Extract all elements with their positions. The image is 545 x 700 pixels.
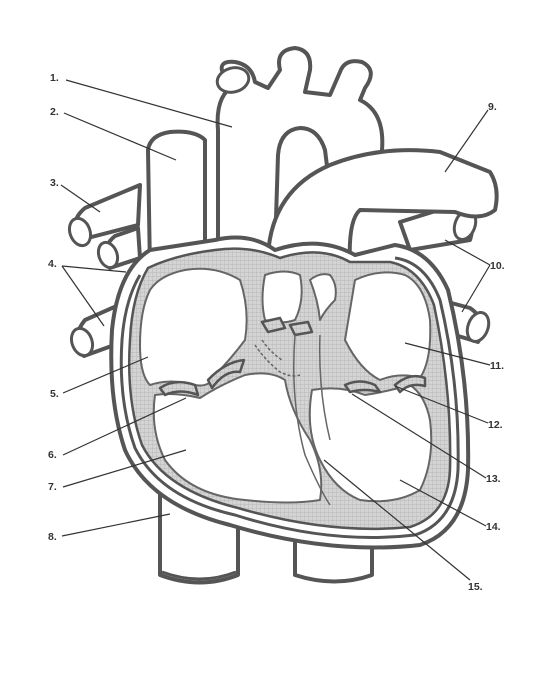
label-14: 14. [486, 521, 501, 533]
label-1: 1. [50, 72, 59, 84]
label-13: 13. [486, 473, 501, 485]
label-12: 12. [488, 419, 503, 431]
outflow-cavity [261, 270, 337, 324]
leader-lines [60, 79, 491, 581]
label-11: 11. [490, 360, 504, 372]
tricuspid-valve [158, 358, 246, 397]
interventricular-septum [293, 334, 331, 506]
label-4: 4. [48, 258, 57, 270]
left-ventricle-cavity [308, 384, 433, 503]
labels: 1. 2. 3. 4. 5. 6. 7. 8. 9. 10. 11. 12. 1… [48, 72, 505, 593]
pulmonary-trunk [266, 148, 499, 267]
mitral-valve [343, 374, 427, 394]
label-7: 7. [48, 481, 57, 493]
label-5: 5. [50, 388, 59, 400]
right-ventricle-cavity [152, 372, 323, 504]
label-6: 6. [48, 449, 57, 461]
superior-vena-cava [146, 129, 207, 272]
label-15: 15. [468, 581, 483, 593]
aortic-arch [215, 46, 385, 252]
descending-aorta [293, 538, 374, 584]
right-pulmonary-veins [67, 183, 142, 358]
label-10: 10. [490, 260, 505, 272]
label-9: 9. [488, 101, 497, 113]
label-2: 2. [50, 106, 59, 118]
semilunar-valves [254, 316, 314, 377]
label-3: 3. [50, 177, 59, 189]
label-8: 8. [48, 531, 57, 543]
